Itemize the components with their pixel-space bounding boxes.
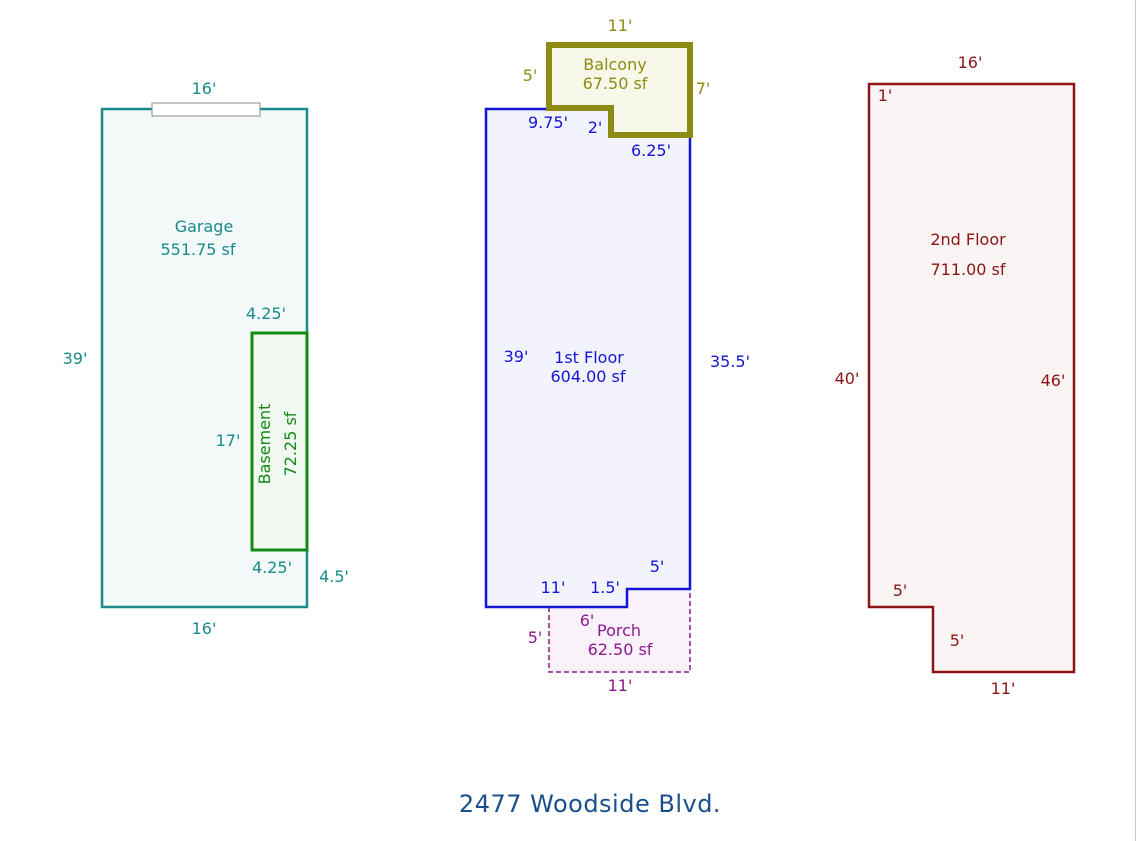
- balcony-dim-left: 5': [523, 66, 538, 85]
- balcony-outline[interactable]: [546, 42, 693, 138]
- second-floor-dim-corner: 1': [878, 86, 893, 105]
- porch-label: Porch: [597, 621, 641, 640]
- garage-dim-bottom: 16': [192, 619, 217, 638]
- second-floor-label: 2nd Floor: [930, 230, 1006, 249]
- first-floor-dim-right: 35.5': [710, 352, 750, 371]
- garage-dim-left: 39': [63, 349, 88, 368]
- porch-dim-left: 5': [528, 628, 543, 647]
- second-floor-dim-step-height: 5': [950, 631, 965, 650]
- garage-area: 551.75 sf: [160, 240, 235, 259]
- first-floor-dim-step: 2': [588, 118, 603, 137]
- second-floor-dim-right: 46': [1041, 371, 1066, 390]
- porch-group: Porch 62.50 sf 6' 5' 11': [528, 588, 691, 695]
- second-floor-dim-bottom: 11': [991, 679, 1016, 698]
- basement-dim-bottom: 4.25': [252, 558, 292, 577]
- garage-dim-right-bottom: 4.5': [319, 567, 349, 586]
- second-floor-dim-step-width: 5': [893, 581, 908, 600]
- second-floor-outline[interactable]: [867, 82, 1076, 674]
- second-floor-dim-left: 40': [835, 369, 860, 388]
- balcony-label: Balcony: [583, 55, 646, 74]
- porch-dim-top: 6': [580, 611, 595, 630]
- basement-outline[interactable]: [250, 331, 309, 552]
- first-floor-dim-bottom: 11': [541, 578, 566, 597]
- basement-dim-top: 4.25': [246, 304, 286, 323]
- first-floor-dim-top-right: 6.25': [631, 141, 671, 160]
- balcony-dim-top: 11': [608, 16, 633, 35]
- balcony-dim-right: 7': [696, 79, 711, 98]
- balcony-area: 67.50 sf: [583, 74, 648, 93]
- first-floor-area: 604.00 sf: [550, 367, 625, 386]
- balcony-group: Balcony 67.50 sf 11' 5' 7': [523, 16, 711, 138]
- garage-label: Garage: [175, 217, 234, 236]
- first-floor-dim-notch-height: 5': [650, 557, 665, 576]
- second-floor-area: 711.00 sf: [930, 260, 1005, 279]
- second-floor-group: 2nd Floor 711.00 sf 16' 1' 40' 46' 5' 5'…: [835, 53, 1076, 698]
- address-caption: 2477 Woodside Blvd.: [459, 790, 721, 818]
- basement-dim-left: 17': [216, 431, 241, 450]
- basement-area: 72.25 sf: [281, 411, 300, 476]
- first-floor-dim-top: 9.75': [528, 113, 568, 132]
- garage-door: [151, 102, 261, 117]
- basement-label: Basement: [255, 404, 274, 485]
- porch-area: 62.50 sf: [588, 640, 653, 659]
- basement-group: Basement 72.25 sf 4.25' 4.25' 17': [216, 304, 309, 577]
- first-floor-group: 1st Floor 604.00 sf 9.75' 2' 6.25' 39' 3…: [484, 106, 750, 609]
- first-floor-label: 1st Floor: [554, 348, 624, 367]
- garage-dim-top: 16': [192, 79, 217, 98]
- first-floor-dim-left: 39': [504, 347, 529, 366]
- first-floor-dim-notch-width: 1.5': [590, 578, 620, 597]
- porch-dim-bottom: 11': [608, 676, 633, 695]
- second-floor-dim-top: 16': [958, 53, 983, 72]
